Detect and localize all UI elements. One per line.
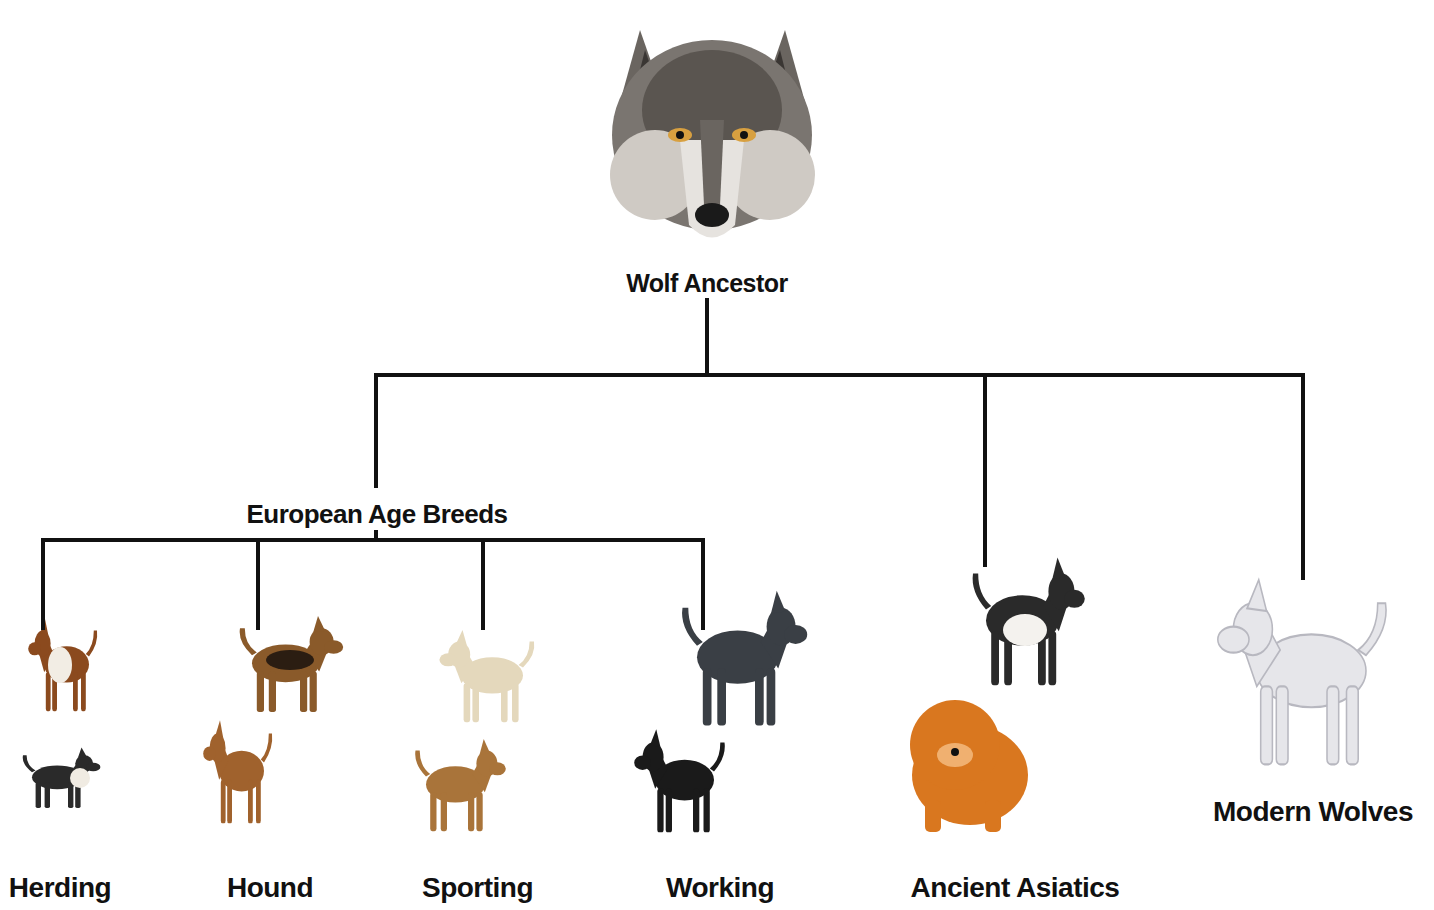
group-label: Hound	[227, 872, 313, 904]
tree-connector	[707, 298, 985, 567]
golden-retriever	[415, 739, 506, 831]
great-dane	[682, 591, 807, 726]
wolf-head	[610, 30, 815, 238]
breed-group-node: Ancient Asiatics	[895, 567, 1135, 904]
basenji	[203, 720, 272, 823]
breed-group-node: Hound	[190, 630, 350, 904]
tree-connector	[376, 298, 707, 488]
breed-group-node: Sporting	[395, 630, 560, 904]
breed-group-node: Working	[620, 630, 820, 904]
tree-connector	[43, 530, 376, 630]
group-label: Sporting	[422, 872, 533, 904]
group-node: European Age Breeds	[230, 488, 524, 530]
ancestor-node: Wolf Ancestor	[598, 8, 816, 298]
tree-connector	[376, 530, 703, 630]
bloodhound	[240, 616, 344, 712]
group-label: Modern Wolves	[1213, 796, 1413, 828]
group-label: Wolf Ancestor	[626, 269, 788, 298]
collie	[28, 619, 97, 711]
group-label: Ancient Asiatics	[911, 872, 1120, 904]
tree-connector	[376, 530, 483, 630]
group-label: Herding	[9, 872, 111, 904]
corgi	[23, 748, 101, 808]
akita	[973, 557, 1085, 685]
chow-chow	[910, 700, 1028, 832]
white-wolf	[1218, 580, 1386, 765]
tree-connector	[707, 298, 1303, 580]
water-dog	[634, 729, 725, 832]
tree-connector	[258, 530, 376, 630]
group-label: Working	[666, 872, 774, 904]
breed-group-node: Herding	[4, 630, 116, 904]
labrador	[439, 630, 534, 722]
group-label: European Age Breeds	[246, 500, 507, 530]
wolf-group-node: Modern Wolves	[1200, 580, 1426, 828]
